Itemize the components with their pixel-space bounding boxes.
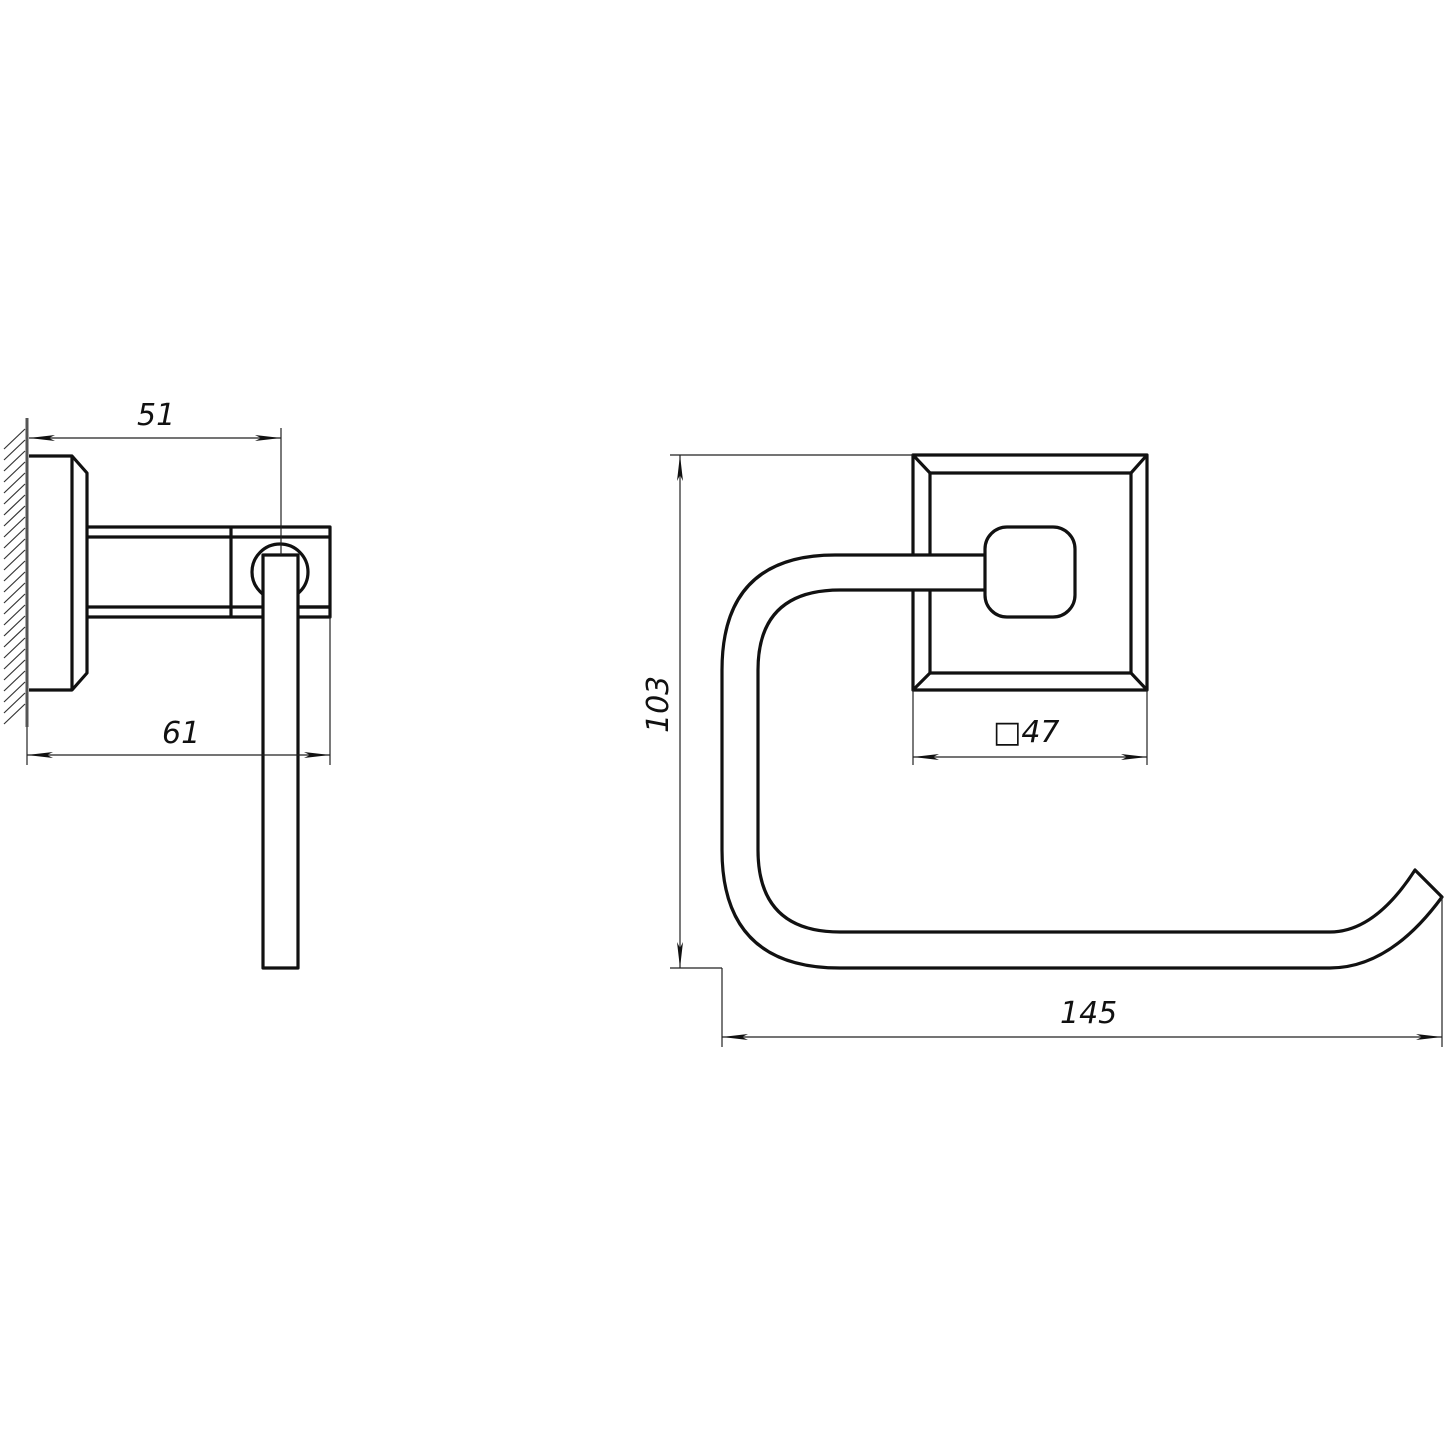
hatch-line — [3, 703, 26, 725]
hatch-line — [3, 549, 26, 571]
hatch-line — [3, 626, 26, 648]
dimension-103: 103 — [641, 454, 913, 969]
dimension-145: 145 — [721, 897, 1443, 1047]
u-shaped-bar — [720, 553, 1444, 970]
hatch-line — [3, 483, 26, 505]
hatch-line — [3, 450, 26, 472]
hatch-line — [3, 516, 26, 538]
front-view: 103 □47 145 — [641, 453, 1444, 1047]
hatch-line — [3, 670, 26, 692]
dimension-61: 61 — [26, 617, 331, 765]
dim-label-61: 61 — [162, 716, 200, 751]
side-arm — [87, 525, 332, 619]
hatch-line — [3, 538, 26, 560]
hatch-line — [3, 637, 26, 659]
hatch-line — [3, 560, 26, 582]
hatch-line — [3, 505, 26, 527]
dimension-51: 51 — [29, 398, 282, 555]
hatch-line — [3, 527, 26, 549]
dim-label-47: □47 — [993, 715, 1060, 750]
dim-label-145: 145 — [1060, 996, 1117, 1031]
hatch-line — [3, 692, 26, 714]
hatch-line — [3, 648, 26, 670]
hatch-line — [3, 439, 26, 461]
hatch-line — [3, 582, 26, 604]
hatch-line — [3, 494, 26, 516]
hatch-line — [3, 461, 26, 483]
dim-label-51: 51 — [137, 398, 175, 433]
hatch-line — [3, 472, 26, 494]
wall-hatching — [3, 418, 29, 727]
wall-flange — [29, 454, 89, 692]
side-view: 51 61 — [3, 398, 332, 970]
hatch-line — [3, 615, 26, 637]
hatch-line — [3, 604, 26, 626]
hatch-line — [3, 659, 26, 681]
dim-label-103: 103 — [641, 676, 676, 733]
hatch-line — [3, 593, 26, 615]
mount-knob — [983, 525, 1077, 619]
hatch-line — [3, 681, 26, 703]
hatch-line — [3, 571, 26, 593]
hatch-line — [3, 428, 26, 450]
side-vertical-bar — [261, 553, 300, 970]
dimension-47: □47 — [912, 690, 1148, 765]
